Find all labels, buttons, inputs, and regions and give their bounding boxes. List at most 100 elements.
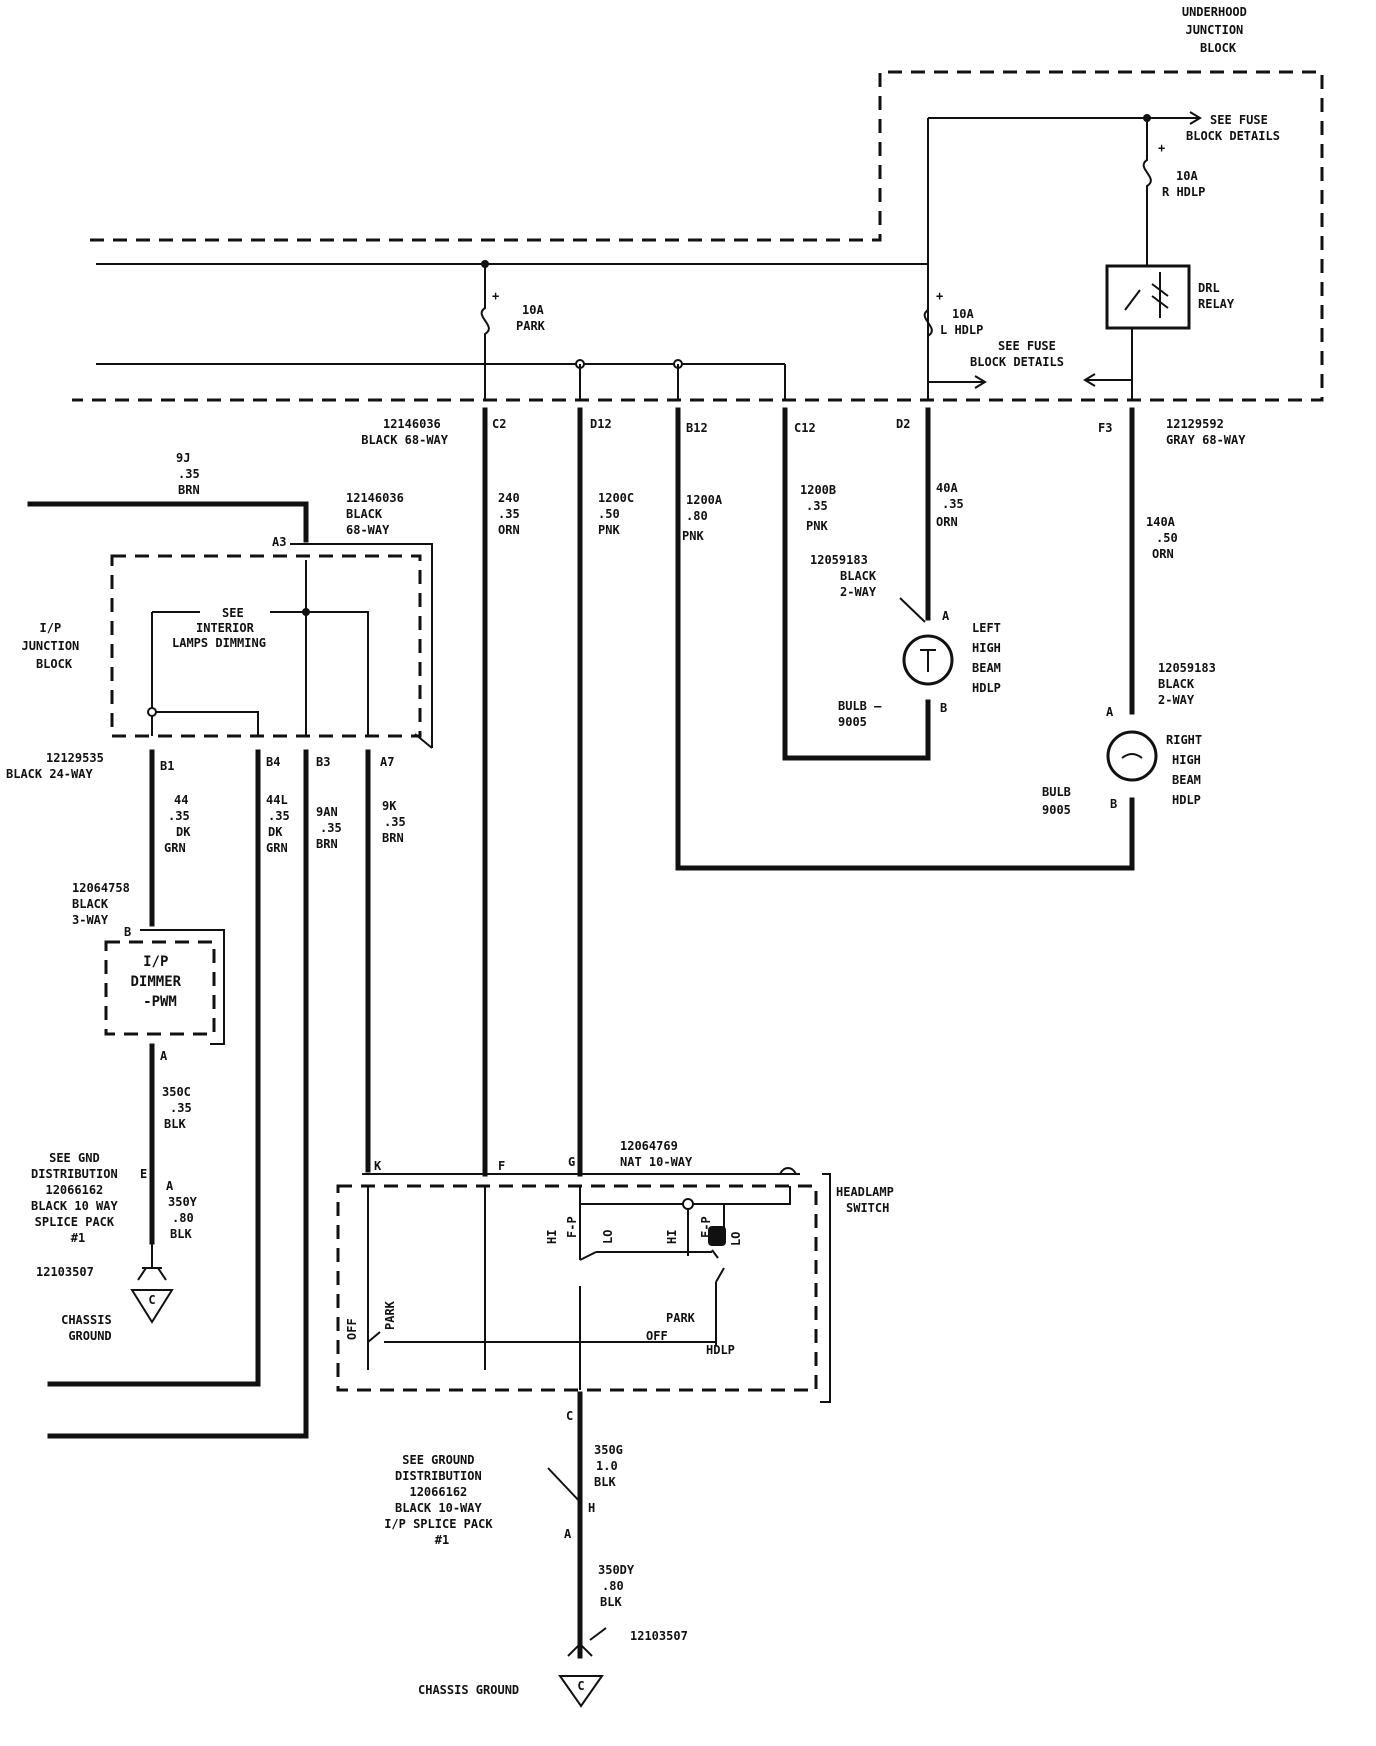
right-lamp-label: RIGHT HIGH BEAM HDLP [1166, 733, 1209, 807]
sw-lo-2: LO [729, 1232, 743, 1246]
gnd-left-label: SEE GND DISTRIBUTION 12066162 BLACK 10 W… [31, 1151, 125, 1245]
chassis-ground-center-symbol [558, 1675, 604, 1708]
wire-140a-label: 140A .50 ORN [1146, 515, 1185, 561]
wire-350dy-label: 350DY .80 BLK [598, 1563, 641, 1609]
see-interior-label: SEE INTERIOR LAMPS DIMMING [172, 606, 266, 650]
plus-sign: + [492, 289, 499, 303]
ip-junction-block-outline [110, 554, 422, 738]
fuse-l-hdlp-label: 10A L HDLP [940, 307, 983, 337]
headlamp-switch-box [336, 1184, 818, 1392]
switch-conn-label: 12064769 NAT 10-WAY [620, 1139, 693, 1169]
sw-park-2: PARK [666, 1311, 696, 1325]
ip-block-label: I/P JUNCTION BLOCK [21, 621, 86, 671]
dimmer-connector-outline [140, 929, 225, 1045]
wire-9an-label: 9AN .35 BRN [316, 805, 349, 851]
gnd-conn-center-label: 12103507 [630, 1629, 688, 1643]
wire-9j [27, 501, 309, 543]
pin-d2: D2 [896, 417, 910, 431]
switch-pin-f: F [498, 1159, 505, 1173]
right-high-beam-bulb [1106, 730, 1158, 782]
switch-pin-k: K [374, 1159, 382, 1173]
bulb-conn-left-leader [899, 597, 926, 623]
pin-d12: D12 [590, 417, 612, 431]
left-lamp-label: LEFT HIGH BEAM HDLP [972, 621, 1008, 695]
ip-dimmer-box [104, 940, 216, 1036]
gnd-left-connector [137, 1242, 167, 1281]
see-fuse-arrow-mid-left [928, 375, 987, 389]
splice-pin-a-center: A [564, 1527, 572, 1541]
bulb-left-label: BULB — 9005 [838, 699, 889, 729]
ip-splice [302, 608, 310, 616]
r-hdlp-fuse-wire [1142, 118, 1152, 266]
see-fuse-arrow-top [1147, 111, 1202, 125]
wire-1200a-label: 1200A .80 PNK [682, 493, 729, 543]
ip-dimmer-label: I/P DIMMER -PWM [130, 954, 189, 1010]
conn-right-label: 12129592 GRAY 68-WAY [1166, 417, 1246, 447]
dimmer-pin-a: A [160, 1049, 168, 1063]
wire-240-label: 240 .35 ORN [498, 491, 527, 537]
fuse-park-label: 10A PARK [516, 303, 551, 333]
sw-fp-2: F-P [699, 1216, 713, 1238]
chassis-center-label: CHASSIS GROUND [418, 1683, 519, 1697]
wire-40a-label: 40A .35 ORN [936, 481, 971, 529]
l-hdlp-fuse-wire [923, 309, 933, 337]
switch-pin-g: G [568, 1155, 575, 1169]
sw-park-1: PARK [383, 1300, 397, 1330]
drl-relay-label: DRL RELAY [1198, 281, 1235, 311]
pin-b12: B12 [686, 421, 708, 435]
pin-b1: B1 [160, 759, 174, 773]
wire-9an [47, 749, 309, 1439]
sw-hi-2: HI [665, 1230, 679, 1244]
splice-pin-a-left: A [166, 1179, 174, 1193]
wire-9k-label: 9K .35 BRN [382, 799, 413, 845]
bulb-conn-left-label: 12059183 BLACK 2-WAY [810, 553, 883, 599]
underhood-block-label: UNDERHOOD JUNCTION BLOCK [1182, 5, 1254, 55]
sw-hi-1: HI [545, 1230, 559, 1244]
left-lamp-pin-b: B [940, 701, 947, 715]
wire-350c-label: 350C .35 BLK [162, 1085, 199, 1131]
pin-c12: C12 [794, 421, 816, 435]
wire-350y-label: 350Y .80 BLK [168, 1195, 204, 1241]
bulb-conn-right-label: 12059183 BLACK 2-WAY [1158, 661, 1223, 707]
wire-44l-label: 44L .35 DK GRN [266, 793, 297, 855]
ip-internal-wiring [151, 560, 369, 736]
bulb-right-label: BULB 9005 [1042, 785, 1078, 817]
headlamp-switch-label: HEADLAMP SWITCH [836, 1185, 901, 1215]
right-bulb-filament [1121, 753, 1143, 759]
wire-1200b [782, 407, 931, 761]
ground-mark-left: C [148, 1293, 155, 1307]
park-fuse-wire [480, 264, 490, 400]
pin-a3: A3 [272, 535, 286, 549]
sw-off-2: OFF [646, 1329, 668, 1343]
pin-a7: A7 [380, 755, 394, 769]
ip-splice-lower [147, 707, 157, 717]
see-fuse-arrow-mid-right [1083, 373, 1132, 387]
splice-pin-e: E [140, 1167, 147, 1181]
drl-relay-box [1105, 264, 1191, 330]
left-bulb-filament [920, 649, 936, 672]
ip-block-connector-outline [290, 543, 433, 749]
right-lamp-pin-a: A [1106, 705, 1114, 719]
gnd-conn-left-label: 12103507 [36, 1265, 94, 1279]
gnd-center-leader [547, 1467, 583, 1505]
switch-splice [682, 1198, 694, 1210]
switch-contact [708, 1226, 726, 1246]
underhood-junction-block-outline [72, 70, 1324, 402]
pin-f3: F3 [1098, 421, 1112, 435]
pin-c2: C2 [492, 417, 506, 431]
wire-9j-label: 9J .35 BRN [176, 451, 207, 497]
switch-side-bracket [820, 1173, 831, 1403]
sw-off-1: OFF [345, 1318, 359, 1340]
plus-sign: + [1158, 141, 1165, 155]
wire-1200c-label: 1200C .50 PNK [598, 491, 641, 537]
dimmer-conn-label: 12064758 BLACK 3-WAY [72, 881, 137, 927]
pin-b4: B4 [266, 755, 280, 769]
see-fuse-top-label: SEE FUSE BLOCK DETAILS [1186, 113, 1280, 143]
wire-1200a [675, 407, 1135, 871]
sw-hdlp: HDLP [706, 1343, 735, 1357]
right-lamp-pin-b: B [1110, 797, 1117, 811]
wire-350g-label: 350G 1.0 BLK [594, 1443, 630, 1489]
splice-pin-h: H [588, 1501, 595, 1515]
